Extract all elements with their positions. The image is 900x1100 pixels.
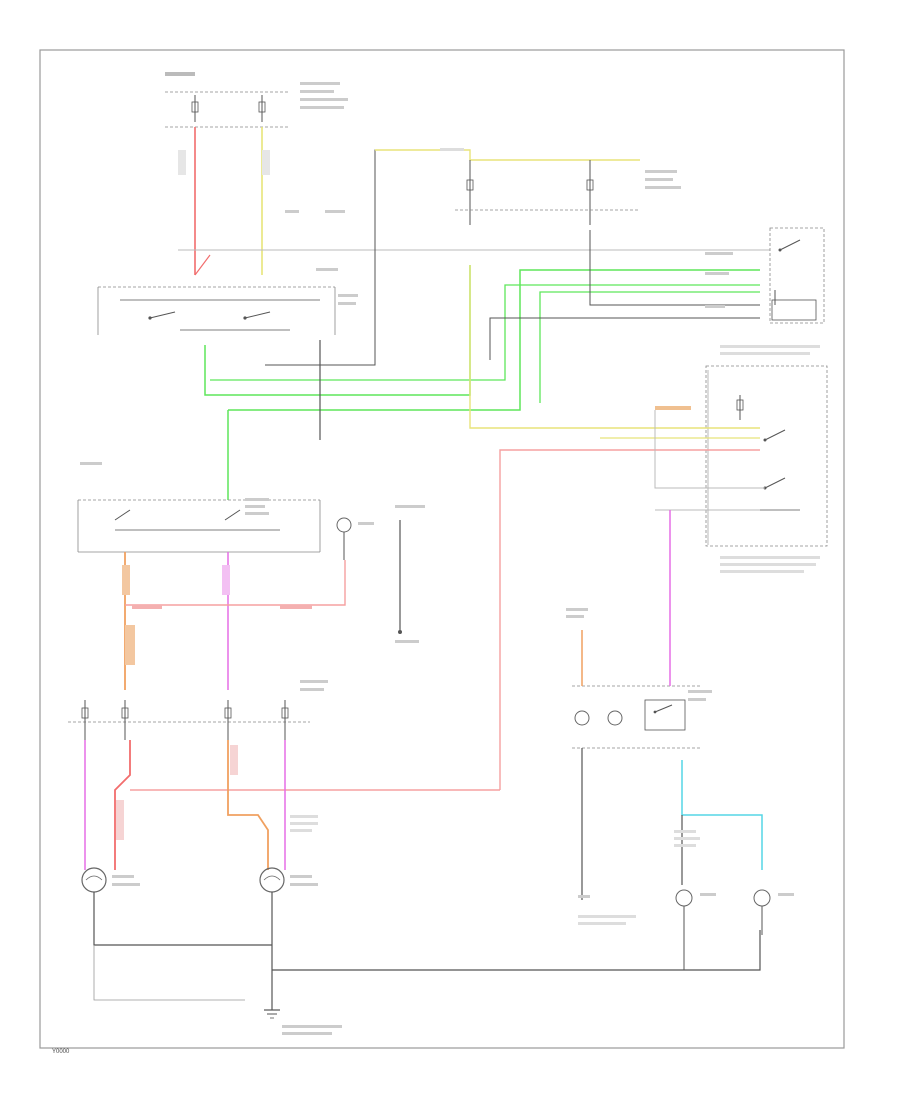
wire-gray-spdb bbox=[654, 410, 765, 489]
wire-ground-return bbox=[93, 945, 245, 1001]
wire-green-lower bbox=[210, 284, 760, 381]
wire-gray-mid bbox=[265, 149, 470, 366]
smart-power-distribution-box bbox=[680, 345, 828, 573]
wire-green-mid bbox=[539, 291, 760, 403]
fog-lamp-relay bbox=[566, 608, 712, 749]
right-headlamp bbox=[259, 867, 318, 893]
left-fog-lamp bbox=[675, 889, 716, 907]
left-headlamp bbox=[81, 867, 140, 893]
wire-ground-bus bbox=[272, 930, 761, 971]
diagram-code: Y0000 bbox=[52, 1049, 70, 1055]
wire-pink-rh bbox=[227, 740, 269, 870]
high-beam-indicator bbox=[336, 517, 374, 560]
fuse-panel-lower bbox=[68, 680, 328, 740]
wire-yellow-spdb bbox=[469, 265, 760, 429]
wire-gray-relay bbox=[589, 230, 760, 306]
diagram-border bbox=[39, 49, 845, 1049]
wire-pink-spdb bbox=[499, 449, 760, 790]
dimmer-switch bbox=[77, 462, 321, 553]
cluster-ground bbox=[395, 505, 425, 643]
multifunction-switch bbox=[285, 148, 681, 225]
wire-ground-lh bbox=[93, 892, 272, 946]
wire-black-to-relay bbox=[489, 317, 760, 360]
wire-green-upper bbox=[228, 269, 760, 411]
fuse-panel-top bbox=[165, 72, 348, 128]
wire-pink-cross bbox=[125, 560, 346, 606]
headlamp-switch bbox=[97, 268, 358, 335]
flash-to-pass-relay bbox=[705, 227, 825, 324]
right-fog-lamp bbox=[753, 889, 794, 907]
wire-cyan-fog bbox=[681, 760, 763, 870]
ground-point bbox=[264, 1009, 342, 1035]
wire-red-lh bbox=[114, 740, 131, 870]
